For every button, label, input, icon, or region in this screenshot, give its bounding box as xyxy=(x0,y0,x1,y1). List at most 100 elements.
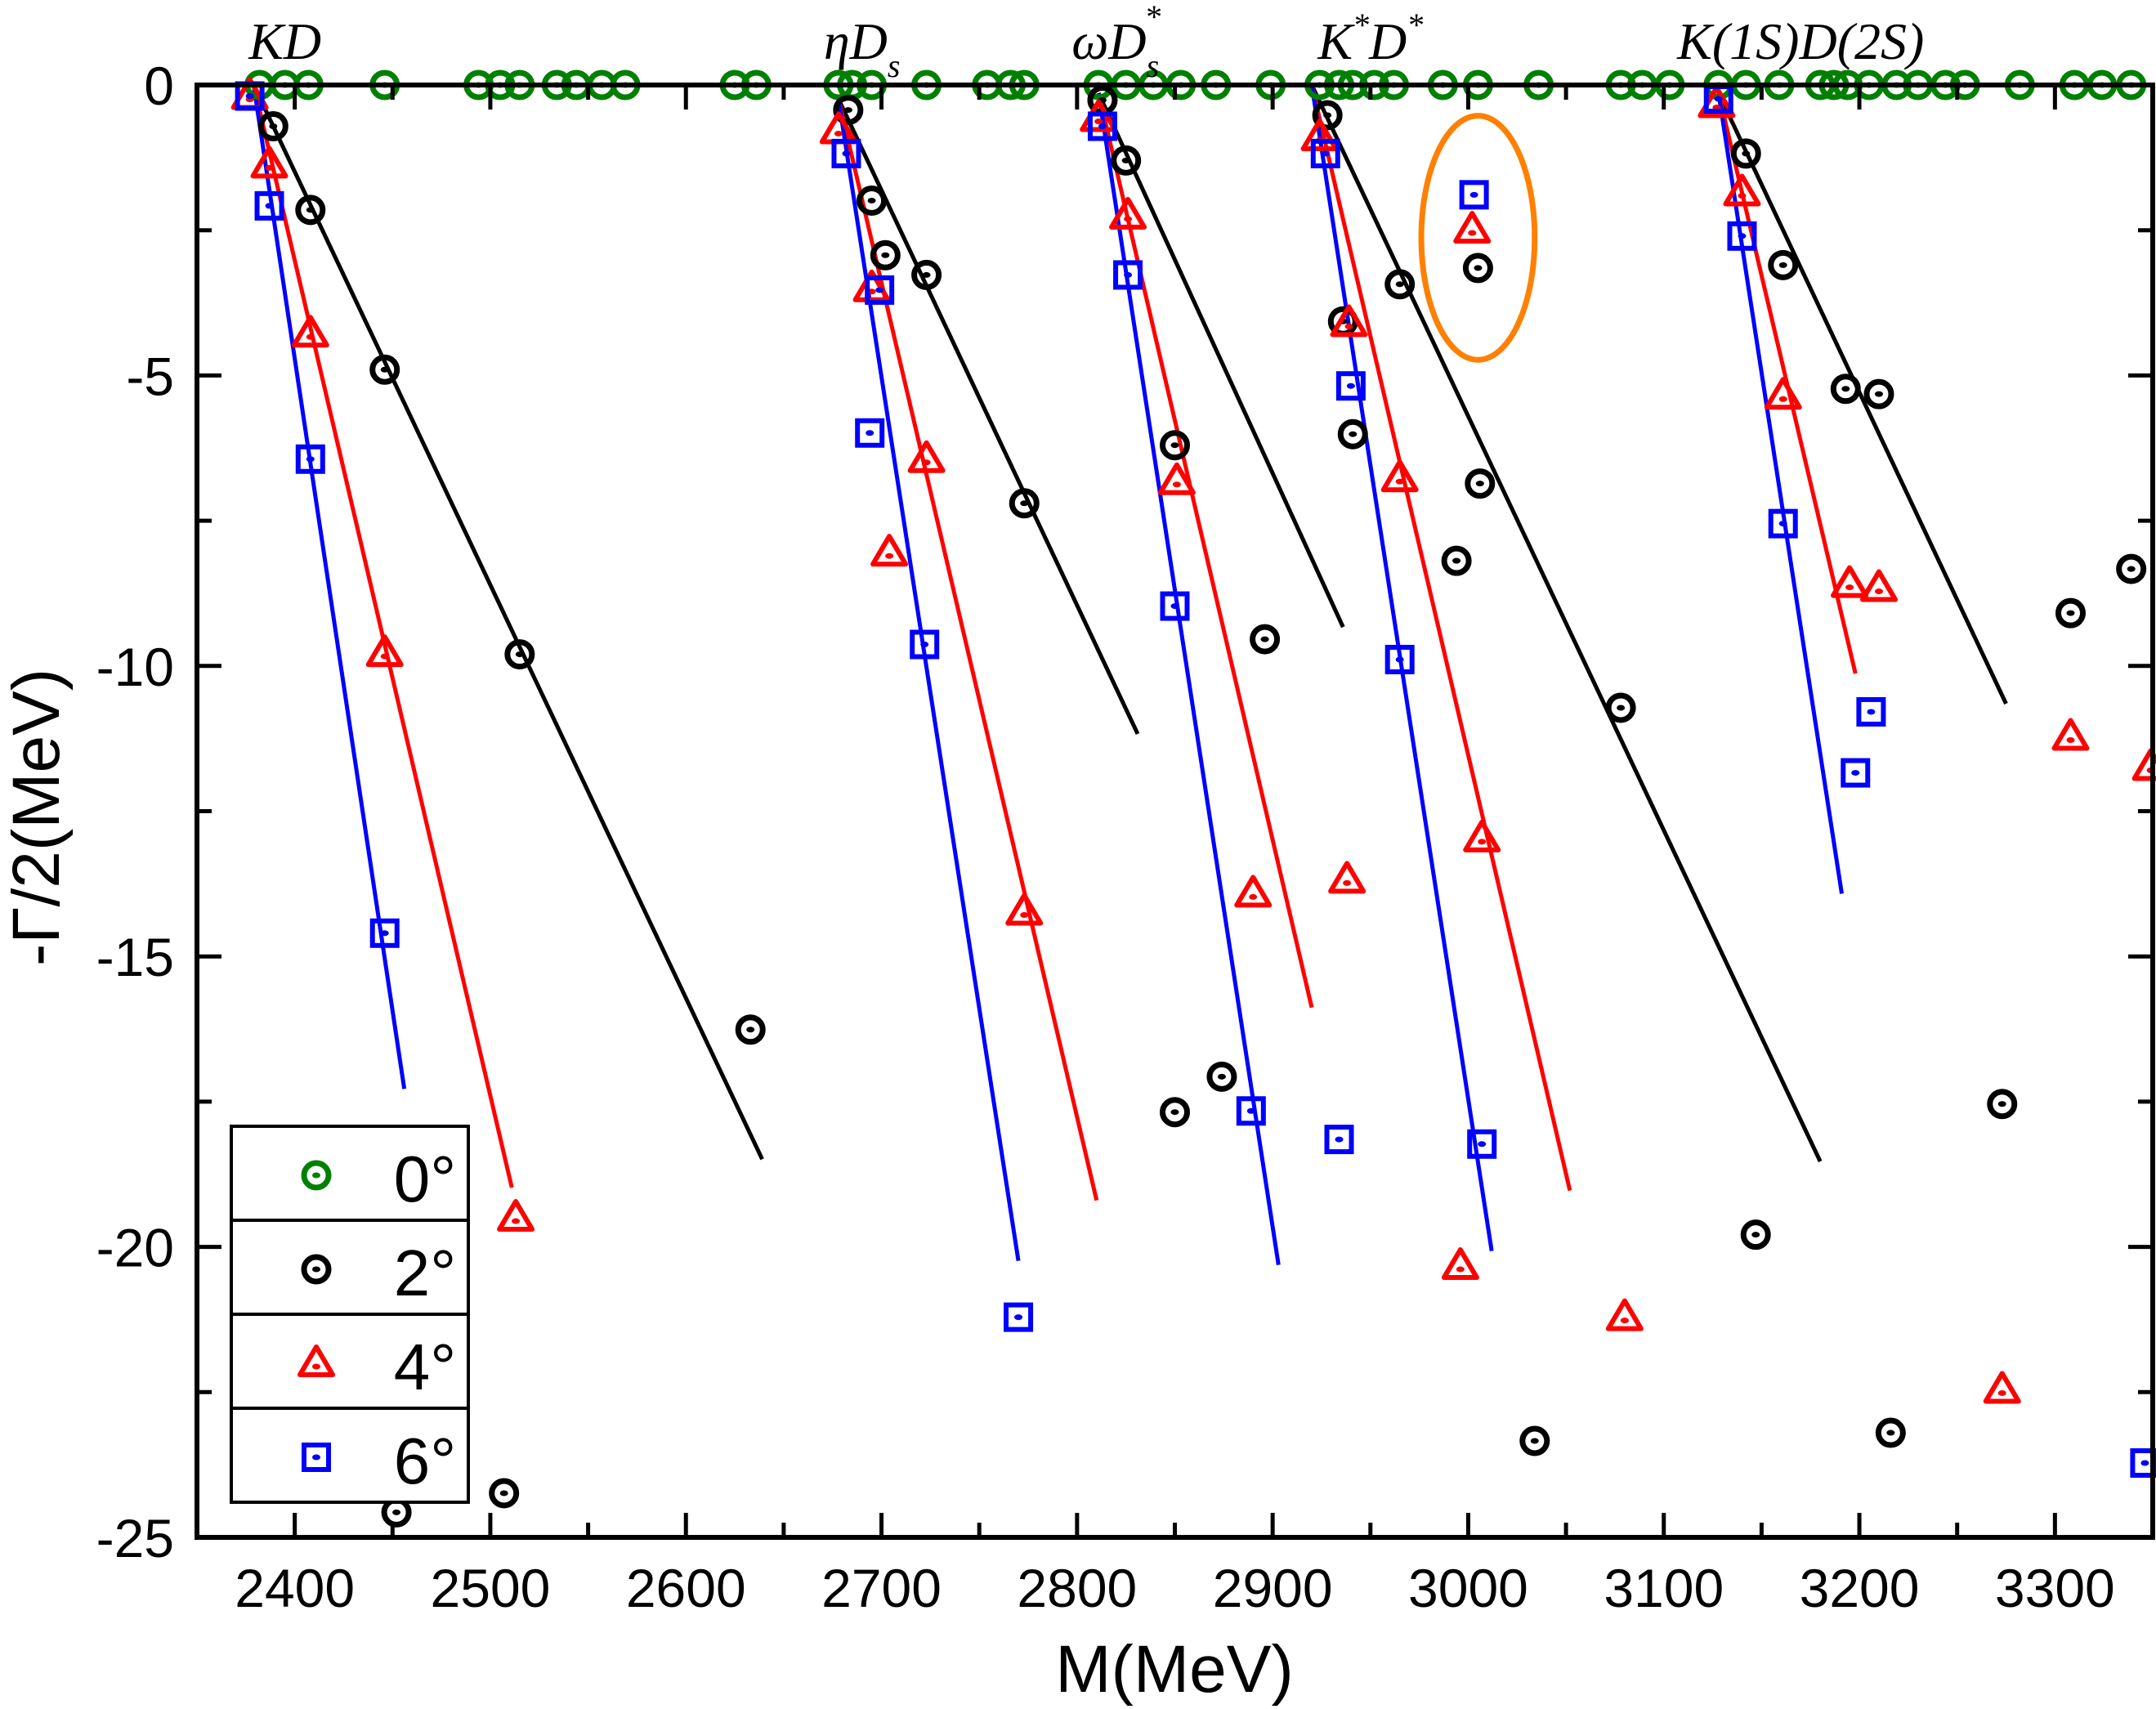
circle-marker xyxy=(295,195,326,226)
center-dot xyxy=(1098,123,1107,129)
data-point xyxy=(1330,304,1368,338)
circle-marker xyxy=(1160,1097,1190,1128)
center-dot xyxy=(515,651,524,658)
square-marker xyxy=(1467,1129,1497,1159)
center-dot xyxy=(1478,1141,1487,1148)
legend: 0°2°4°6° xyxy=(230,1125,470,1504)
data-point xyxy=(1004,1302,1034,1332)
square-marker xyxy=(1856,696,1886,727)
center-dot xyxy=(265,203,274,209)
data-point xyxy=(2116,553,2147,584)
legend-box xyxy=(230,1313,470,1410)
center-dot xyxy=(1738,233,1747,239)
circle-marker xyxy=(1863,378,1894,409)
triangle-marker xyxy=(1380,459,1419,493)
data-point xyxy=(1768,249,1799,280)
square-marker xyxy=(1841,758,1871,788)
triangle-marker xyxy=(1605,1298,1644,1331)
triangle-marker xyxy=(1328,861,1367,894)
data-point xyxy=(1730,138,1761,169)
data-point xyxy=(870,534,909,567)
triangle-marker xyxy=(1723,173,1761,207)
center-dot xyxy=(1395,478,1404,485)
data-point xyxy=(1453,210,1492,244)
circle-marker xyxy=(369,354,400,385)
center-dot xyxy=(922,459,931,466)
square-marker xyxy=(1727,221,1757,251)
threshold-label: ωDs* xyxy=(1071,0,1161,84)
triangle-marker xyxy=(1441,1247,1479,1281)
circle-marker xyxy=(1875,1417,1906,1448)
center-dot xyxy=(1170,603,1179,610)
data-point xyxy=(1727,221,1757,251)
data-point xyxy=(489,1478,520,1509)
center-dot xyxy=(1323,112,1332,119)
data-point xyxy=(1312,100,1343,131)
fit-line xyxy=(1096,92,1281,1266)
center-dot xyxy=(2140,1460,2149,1466)
triangle-marker xyxy=(497,1199,535,1233)
highlight-ellipse xyxy=(1418,113,1538,363)
circle-marker xyxy=(911,259,942,290)
center-dot xyxy=(1346,383,1355,389)
center-dot xyxy=(269,123,278,129)
square-marker xyxy=(1384,644,1415,674)
square-marker xyxy=(1087,111,1117,141)
data-point xyxy=(1441,1247,1479,1281)
data-point xyxy=(291,315,329,348)
center-dot xyxy=(1478,839,1487,845)
center-dot xyxy=(1170,1109,1179,1116)
data-point xyxy=(1463,819,1501,852)
center-dot xyxy=(306,456,315,463)
circle-marker xyxy=(1111,145,1142,176)
data-point xyxy=(831,138,861,168)
data-point xyxy=(295,444,325,474)
data-point xyxy=(1875,1417,1906,1448)
center-dot xyxy=(1714,96,1723,102)
x-tick-label: 2800 xyxy=(1017,1558,1137,1618)
center-dot xyxy=(1997,1101,2006,1107)
data-point xyxy=(1465,468,1496,499)
circle-marker xyxy=(1465,468,1496,499)
x-tick-label: 3200 xyxy=(1800,1558,1920,1618)
square-marker xyxy=(1160,591,1190,621)
data-point xyxy=(250,145,289,179)
x-tick-label: 3000 xyxy=(1408,1558,1528,1618)
center-dot xyxy=(1260,636,1269,642)
data-point xyxy=(870,239,901,271)
fit-line xyxy=(252,83,764,1161)
square-marker xyxy=(1310,138,1340,168)
data-point xyxy=(1384,269,1416,300)
data-point xyxy=(1236,1096,1266,1126)
data-point xyxy=(1605,692,1636,723)
data-point xyxy=(497,1199,535,1233)
center-dot xyxy=(1456,1266,1465,1273)
square-marker xyxy=(302,1443,331,1472)
x-tick-label: 2900 xyxy=(1213,1558,1333,1618)
legend-label: 2° xyxy=(394,1237,456,1309)
data-point xyxy=(1740,1219,1771,1250)
triangle-marker xyxy=(1005,893,1044,926)
data-point xyxy=(1768,508,1798,539)
triangle-marker xyxy=(365,634,404,668)
data-point xyxy=(2051,718,2090,751)
center-dot xyxy=(842,150,851,157)
fit-line xyxy=(1716,92,2008,705)
triangle-marker xyxy=(1157,462,1196,495)
square-marker xyxy=(910,629,940,660)
fit-line xyxy=(1096,92,1314,1009)
center-dot xyxy=(866,430,874,436)
triangle-marker xyxy=(1764,377,1802,410)
threshold-label: K(1S)D(2S) xyxy=(1676,12,1924,70)
x-tick-label: 2400 xyxy=(235,1558,355,1618)
data-point xyxy=(1467,1129,1497,1159)
data-points xyxy=(230,69,2156,1528)
data-point xyxy=(1160,591,1190,621)
square-marker xyxy=(1113,260,1143,290)
triangle-marker xyxy=(907,440,946,473)
fit-line xyxy=(1309,83,1823,1163)
data-point xyxy=(254,190,284,221)
data-point xyxy=(857,185,888,216)
